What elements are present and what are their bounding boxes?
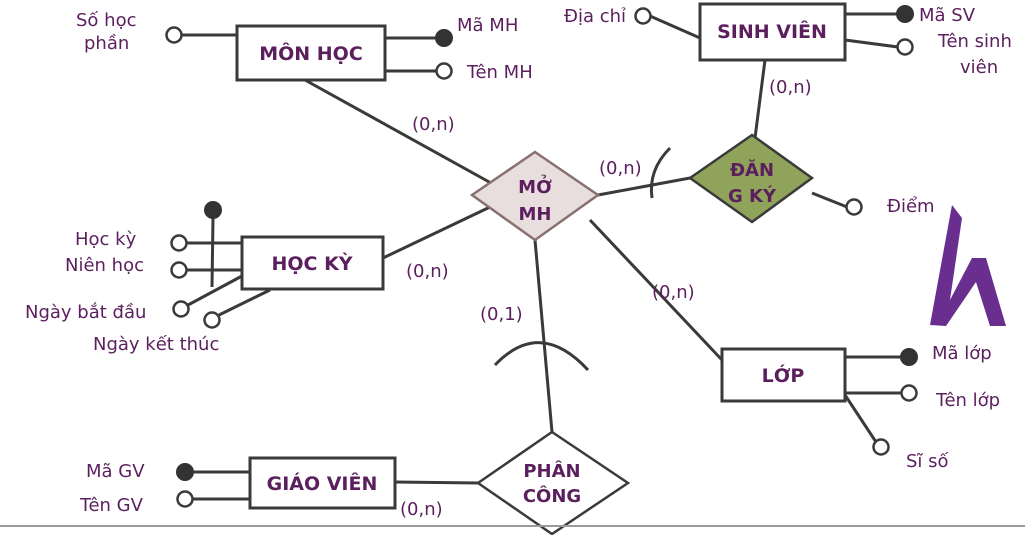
entity-giao-vien-label: GIÁO VIÊN — [267, 472, 378, 495]
attr-ma-mh-key-marker — [435, 29, 453, 47]
attr-ma-mh-label: Mã MH — [457, 15, 518, 36]
attr-si-so-label: Sĩ số — [906, 451, 949, 472]
line-sinhvien-dangky — [753, 59, 767, 139]
entity-sinh-vien: SINH VIÊN — [698, 2, 847, 62]
attr-ten-lop-label: Tên lớp — [935, 390, 1000, 411]
relationship-dang-ky-label-1: ĐĂN — [730, 159, 774, 181]
attr-ten-mh-marker — [435, 62, 453, 80]
cardinality-labels: (0,n) (0,n) (0,n) (0,n) (0,n) (0,1) (0,n… — [400, 77, 812, 520]
entity-mon-hoc-label: MÔN HỌC — [259, 41, 363, 65]
attr-ngay-bat-dau-label: Ngày bắt đầu — [25, 302, 146, 323]
entity-hoc-ky-box — [240, 235, 385, 291]
attr-ngay-ket-thuc-label: Ngày kết thúc — [93, 334, 219, 355]
attr-si-so-marker — [872, 438, 890, 456]
line-ngay-bat-dau — [187, 274, 243, 307]
attribute-labels: Số học phần Mã MH Tên MH Địa chỉ Mã SV T… — [25, 5, 1012, 516]
entity-lop-label: LỚP — [762, 363, 805, 387]
line-momh-lop — [588, 218, 724, 362]
entity-giao-vien: GIÁO VIÊN — [248, 456, 397, 510]
card-mon-hoc-mo: (0,n) — [412, 114, 455, 135]
h-letter-logo-icon — [930, 205, 1006, 326]
entity-hoc-ky: HỌC KỲ — [240, 235, 385, 291]
card-giao-vien-phan-cong: (0,n) — [400, 499, 443, 520]
line-si-so — [843, 394, 878, 443]
attr-ma-gv-label: Mã GV — [86, 461, 145, 482]
attr-ma-gv-key-marker — [176, 463, 194, 481]
attr-hoc-ky-marker — [170, 234, 188, 252]
arc-phancong — [493, 341, 590, 372]
entity-mon-hoc-box — [235, 24, 387, 82]
entity-sinh-vien-label: SINH VIÊN — [717, 20, 827, 43]
line-phancong-giaovien — [394, 480, 479, 485]
attr-dia-chi-label: Địa chỉ — [564, 6, 626, 27]
attr-so-hoc-phan-marker — [165, 26, 183, 44]
line-diem — [811, 191, 848, 209]
relationship-phan-cong-label-1: PHÂN — [523, 460, 580, 482]
attr-nien-hoc-marker — [170, 261, 188, 279]
relationship-phan-cong-diamond — [475, 430, 631, 535]
attr-ngay-ket-thuc-marker — [203, 311, 221, 329]
card-sinh-vien-dang-ky: (0,n) — [769, 77, 812, 98]
line-momh-dangky — [597, 176, 691, 197]
relationship-dang-ky: ĐĂN G KÝ — [687, 133, 815, 224]
entity-hoc-ky-label: HỌC KỲ — [271, 251, 352, 275]
attr-ten-sv-label-1: Tên sinh — [937, 31, 1012, 52]
attribute-markers — [165, 5, 918, 508]
line-momh-phancong — [533, 239, 554, 433]
attr-nien-hoc-label: Niên học — [65, 255, 144, 276]
card-hoc-ky-mo: (0,n) — [406, 261, 449, 282]
attr-ten-sv-label-2: viên — [960, 57, 998, 78]
relationship-mo-mh-label-1: MỞ — [518, 174, 552, 198]
relationship-dang-ky-label-2: G KÝ — [728, 185, 777, 207]
attr-ten-mh-label: Tên MH — [466, 62, 533, 83]
arc-dangky — [649, 146, 672, 199]
entity-giao-vien-box — [248, 456, 397, 510]
entity-lop: LỚP — [720, 347, 847, 403]
attr-ngay-bat-dau-marker — [172, 300, 190, 318]
attr-so-hoc-phan-label-2: phần — [84, 33, 129, 54]
attr-diem-label: Điểm — [887, 196, 935, 217]
line-hocky-key — [210, 217, 215, 288]
relationship-dang-ky-diamond — [687, 133, 815, 224]
line-dia-chi — [649, 14, 701, 40]
card-lop-mo: (0,n) — [652, 282, 695, 303]
attr-hoc-ky-label: Học kỳ — [75, 229, 137, 250]
attribute-lines — [182, 12, 902, 501]
attr-ten-gv-label: Tên GV — [79, 495, 144, 516]
entity-lop-box — [720, 347, 847, 403]
attr-ten-lop-marker — [900, 384, 918, 402]
attr-ma-sv-label: Mã SV — [919, 5, 976, 26]
relationship-mo-mh: MỞ MH — [469, 150, 601, 242]
relationship-phan-cong: PHÂN CÔNG — [475, 430, 631, 535]
line-monhoc-momh — [304, 78, 501, 190]
attr-ten-sv-marker — [896, 38, 914, 56]
attr-ten-gv-marker — [176, 490, 194, 508]
attr-diem-marker — [845, 198, 863, 216]
line-ngay-ket-thuc — [218, 288, 271, 317]
line-ten-sv — [844, 38, 899, 49]
line-hocky-momh — [382, 205, 491, 260]
relationship-mo-mh-diamond — [469, 150, 601, 242]
attr-ma-sv-key-marker — [896, 5, 914, 23]
relationship-phan-cong-label-2: CÔNG — [523, 485, 581, 507]
attr-dia-chi-marker — [634, 7, 652, 25]
entity-sinh-vien-box — [698, 2, 847, 62]
attr-so-hoc-phan-label-1: Số học — [76, 10, 136, 31]
card-dang-ky-mo: (0,n) — [599, 158, 642, 179]
relationship-lines — [304, 59, 767, 485]
attr-ma-lop-label: Mã lớp — [932, 343, 992, 364]
card-phan-cong-mo: (0,1) — [480, 304, 523, 325]
attr-hocky-key-marker — [204, 201, 222, 219]
entity-mon-hoc: MÔN HỌC — [235, 24, 387, 82]
relationship-mo-mh-label-2: MH — [519, 204, 552, 225]
attr-ma-lop-key-marker — [900, 348, 918, 366]
